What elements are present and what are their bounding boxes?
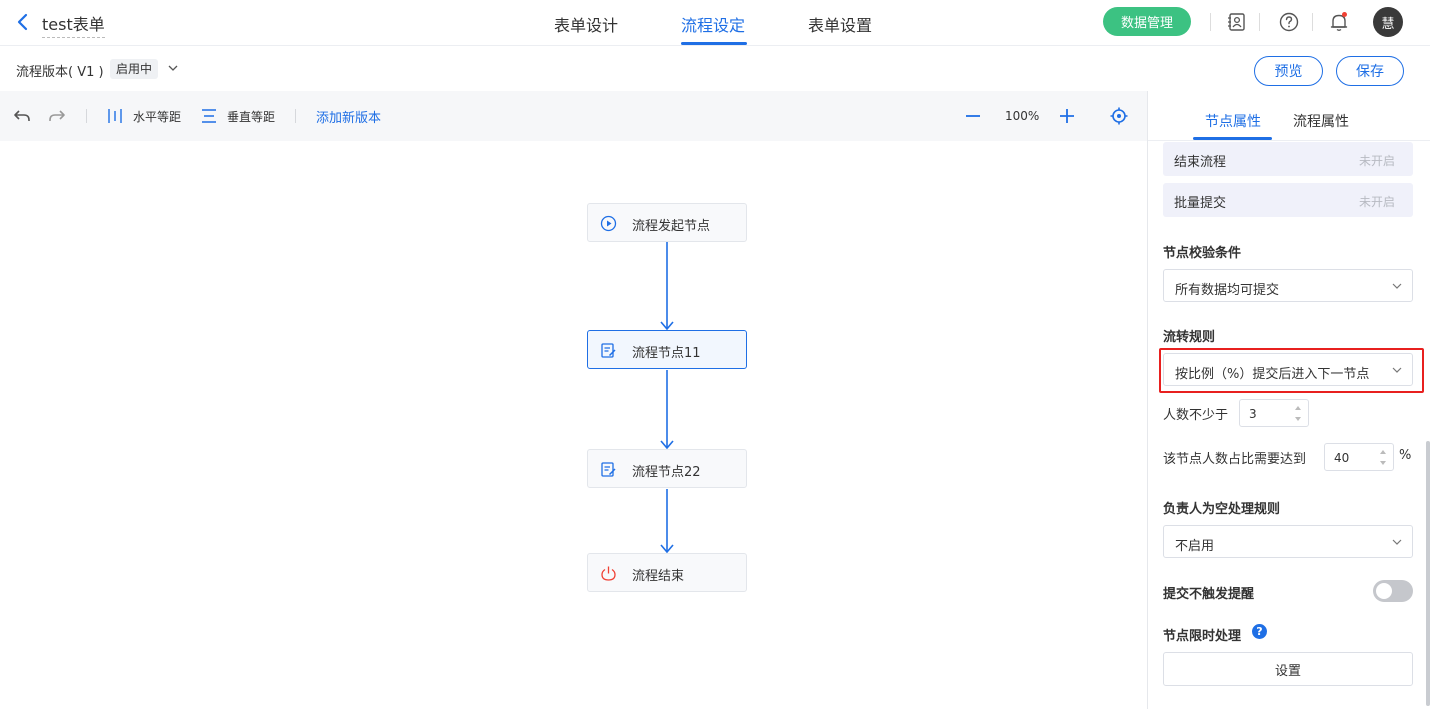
help-icon[interactable]: ? bbox=[1252, 624, 1267, 639]
chevron-down-icon bbox=[1392, 539, 1402, 545]
stepper-down-icon[interactable] bbox=[1292, 414, 1304, 424]
version-bar: 流程版本( V1 ) 启用中 预览 保存 bbox=[0, 47, 1430, 91]
power-icon bbox=[601, 566, 616, 581]
batch-submit-status: 未开启 bbox=[1358, 195, 1395, 209]
flow-connectors bbox=[660, 242, 674, 554]
tab-form-design[interactable]: 表单设计 bbox=[554, 16, 619, 35]
divider bbox=[86, 109, 87, 123]
notification-bell-icon[interactable] bbox=[1328, 11, 1350, 33]
flow-node-start[interactable]: 流程发起节点 bbox=[587, 203, 747, 242]
top-bar: test表单 表单设计 流程设定 表单设置 数据管理 慧 bbox=[0, 0, 1430, 46]
canvas-toolbar: 水平等距 垂直等距 添加新版本 100% bbox=[0, 91, 1147, 141]
version-label: 流程版本( V1 ) bbox=[16, 65, 104, 80]
stepper-up-icon[interactable] bbox=[1292, 403, 1304, 413]
divider bbox=[1210, 13, 1211, 31]
flow-node-label: 流程发起节点 bbox=[632, 219, 711, 234]
connector-arrow bbox=[660, 440, 674, 450]
validation-value: 所有数据均可提交 bbox=[1175, 283, 1280, 298]
connector-arrow bbox=[660, 544, 674, 554]
contact-card-icon[interactable] bbox=[1226, 11, 1248, 33]
zoom-level: 100% bbox=[1005, 109, 1040, 123]
tab-form-settings[interactable]: 表单设置 bbox=[808, 16, 873, 35]
undo-icon[interactable] bbox=[12, 106, 32, 126]
transfer-rule-value: 按比例（%）提交后进入下一节点 bbox=[1175, 367, 1370, 382]
stepper-down-icon[interactable] bbox=[1377, 458, 1389, 468]
horizontal-spacing-button[interactable]: 水平等距 bbox=[133, 110, 182, 124]
save-button[interactable]: 保存 bbox=[1336, 56, 1404, 86]
stepper-up-icon[interactable] bbox=[1377, 447, 1389, 457]
chevron-down-icon bbox=[1392, 367, 1402, 373]
data-management-button[interactable]: 数据管理 bbox=[1103, 7, 1191, 36]
vertical-spacing-button[interactable]: 垂直等距 bbox=[227, 110, 276, 124]
main-tabs: 表单设计 流程设定 表单设置 bbox=[0, 0, 1430, 46]
no-remind-toggle[interactable] bbox=[1373, 580, 1413, 602]
empty-owner-value: 不启用 bbox=[1175, 539, 1215, 554]
locate-center-icon[interactable] bbox=[1109, 106, 1129, 126]
horizontal-spacing-icon[interactable] bbox=[105, 106, 125, 126]
property-panel: 节点属性 流程属性 结束流程 未开启 批量提交 未开启 节点校验条件 所有数据均… bbox=[1147, 91, 1430, 709]
min-people-label: 人数不少于 bbox=[1163, 408, 1229, 423]
tab-node-properties[interactable]: 节点属性 bbox=[1205, 114, 1261, 130]
divider bbox=[1312, 13, 1313, 31]
chevron-down-icon bbox=[1392, 283, 1402, 289]
ratio-input[interactable]: 40 bbox=[1324, 443, 1394, 471]
add-version-link[interactable]: 添加新版本 bbox=[316, 111, 382, 126]
validation-select[interactable]: 所有数据均可提交 bbox=[1163, 269, 1413, 302]
panel-scrollbar[interactable] bbox=[1426, 441, 1430, 706]
flow-canvas[interactable]: 水平等距 垂直等距 添加新版本 100% bbox=[0, 91, 1147, 709]
redo-icon[interactable] bbox=[47, 106, 67, 126]
tab-flow-properties[interactable]: 流程属性 bbox=[1293, 114, 1349, 130]
help-circle-icon[interactable] bbox=[1278, 11, 1300, 33]
tab-flow-settings[interactable]: 流程设定 bbox=[681, 16, 746, 35]
min-people-value: 3 bbox=[1249, 407, 1257, 421]
validation-title: 节点校验条件 bbox=[1163, 246, 1242, 261]
end-flow-label: 结束流程 bbox=[1174, 155, 1227, 170]
flow-node-label: 流程节点22 bbox=[632, 465, 701, 480]
divider bbox=[295, 109, 296, 123]
flow-node-11[interactable]: 流程节点11 bbox=[587, 330, 747, 369]
edit-doc-icon bbox=[601, 343, 616, 358]
transfer-rule-select[interactable]: 按比例（%）提交后进入下一节点 bbox=[1163, 353, 1413, 386]
back-arrow-icon[interactable] bbox=[14, 11, 32, 33]
batch-submit-row[interactable]: 批量提交 未开启 bbox=[1163, 183, 1413, 217]
version-status-badge: 启用中 bbox=[110, 59, 159, 79]
divider bbox=[1259, 13, 1260, 31]
user-avatar[interactable]: 慧 bbox=[1373, 7, 1403, 37]
flow-node-label: 流程结束 bbox=[632, 569, 685, 584]
flow-node-label: 流程节点11 bbox=[632, 346, 701, 361]
play-circle-icon bbox=[600, 215, 617, 232]
active-tab-indicator bbox=[681, 42, 747, 45]
ratio-label: 该节点人数占比需要达到 bbox=[1163, 452, 1307, 467]
active-panel-tab-indicator bbox=[1193, 137, 1272, 140]
ratio-value: 40 bbox=[1334, 451, 1350, 465]
flow-node-end[interactable]: 流程结束 bbox=[587, 553, 747, 592]
preview-button[interactable]: 预览 bbox=[1254, 56, 1323, 86]
zoom-out-icon[interactable] bbox=[963, 106, 983, 126]
edit-doc-icon bbox=[601, 462, 616, 477]
toggle-knob bbox=[1376, 583, 1392, 599]
end-flow-status: 未开启 bbox=[1358, 154, 1395, 168]
form-title[interactable]: test表单 bbox=[42, 11, 105, 38]
vertical-spacing-icon[interactable] bbox=[199, 106, 219, 126]
batch-submit-label: 批量提交 bbox=[1174, 196, 1227, 211]
empty-owner-select[interactable]: 不启用 bbox=[1163, 525, 1413, 558]
flow-node-22[interactable]: 流程节点22 bbox=[587, 449, 747, 488]
transfer-rule-title: 流转规则 bbox=[1163, 330, 1216, 345]
chevron-down-icon[interactable] bbox=[166, 61, 180, 75]
connector-arrow bbox=[660, 321, 674, 331]
no-remind-title: 提交不触发提醒 bbox=[1163, 587, 1255, 602]
min-people-input[interactable]: 3 bbox=[1239, 399, 1309, 427]
ratio-unit: % bbox=[1399, 448, 1412, 463]
time-limit-title: 节点限时处理 bbox=[1163, 629, 1242, 644]
divider bbox=[1148, 140, 1430, 141]
zoom-in-icon[interactable] bbox=[1057, 106, 1077, 126]
empty-owner-title: 负责人为空处理规则 bbox=[1163, 502, 1281, 517]
time-limit-settings-button[interactable]: 设置 bbox=[1163, 652, 1413, 686]
end-flow-row[interactable]: 结束流程 未开启 bbox=[1163, 142, 1413, 176]
